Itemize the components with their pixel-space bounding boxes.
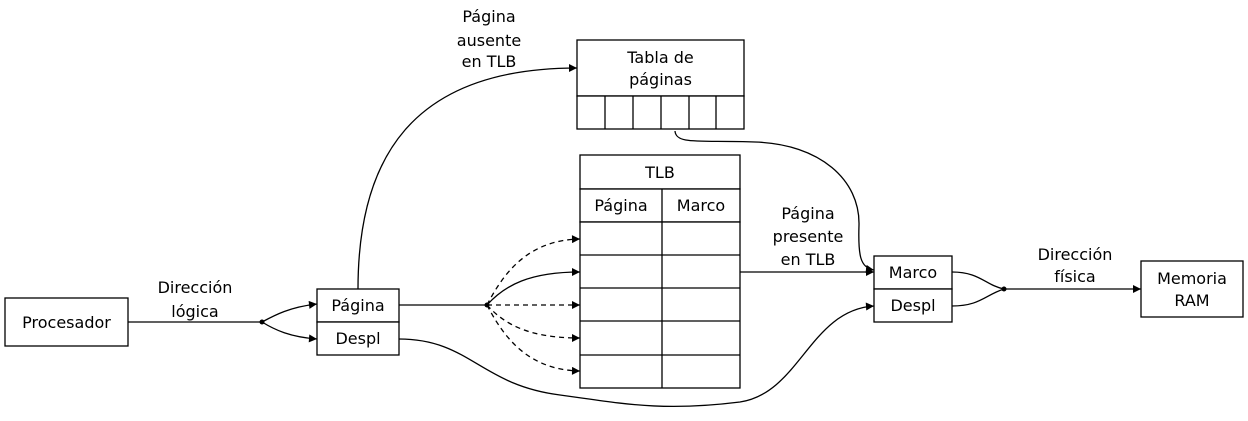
despl-merge-line: [951, 288, 1005, 307]
page-table-box: Tabla de páginas: [576, 39, 745, 130]
marco-merge-line: [951, 271, 1005, 290]
pagina-field-label: Página: [331, 296, 384, 315]
tlb-lookup-arrow-row5: [486, 304, 581, 375]
tlb-title: TLB: [644, 163, 675, 182]
tlb-table: TLB Página Marco: [579, 154, 741, 389]
memoria-label-1: Memoria: [1157, 269, 1227, 288]
pagina-presente-label-2: presente: [773, 227, 844, 246]
pagina-presente-label-3: en TLB: [781, 250, 836, 269]
tlb-lookup-arrow-row4: [486, 304, 581, 342]
pagina-ausente-label-2: ausente: [457, 31, 521, 50]
despl-out-field-label: Despl: [890, 296, 935, 315]
physical-address-box: Marco Despl: [873, 255, 953, 323]
direccion-fisica-label-1: Dirección: [1038, 245, 1113, 264]
logical-address-box: Página Despl: [316, 288, 400, 356]
tabla-label-2: páginas: [629, 70, 692, 89]
tlb-miss-arrow: [357, 64, 578, 290]
direccion-logica-label-1: Dirección: [158, 278, 233, 297]
procesador-label: Procesador: [22, 313, 111, 332]
tlb-lookup-arrow-row1: [486, 235, 581, 306]
arrow-to-pagina: [261, 300, 318, 323]
memoria-label-2: RAM: [1174, 291, 1209, 310]
pagina-ausente-label-1: Página: [462, 7, 515, 26]
pagina-ausente-label-3: en TLB: [462, 52, 517, 71]
marco-field-label: Marco: [889, 263, 937, 282]
pagina-presente-label-1: Página: [781, 204, 834, 223]
procesador-box: Procesador: [4, 297, 129, 347]
tlb-col-marco: Marco: [677, 196, 725, 215]
tlb-lookup-arrow-row2: [486, 268, 581, 306]
tlb-col-pagina: Página: [594, 196, 647, 215]
despl-field-label: Despl: [335, 329, 380, 348]
direccion-fisica-label-2: física: [1054, 267, 1095, 286]
page-table-to-marco-arrow: [674, 130, 875, 273]
tabla-label-1: Tabla de: [626, 48, 693, 67]
direccion-logica-label-2: lógica: [171, 302, 218, 321]
memoria-ram-box: Memoria RAM: [1140, 260, 1244, 318]
offset-arrow: [398, 302, 875, 408]
arrow-to-despl: [261, 321, 318, 343]
